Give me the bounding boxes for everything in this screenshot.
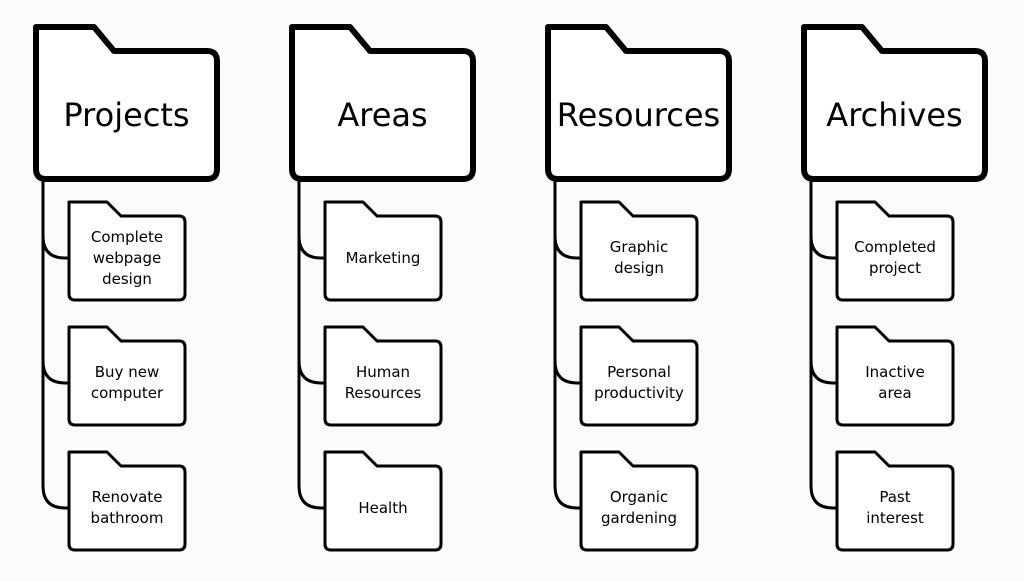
resources-subfolder-label-2: Personal productivity	[594, 363, 684, 402]
projects-subfolder-label-3: Renovate bathroom	[90, 488, 164, 527]
projects-connector-1	[41, 234, 71, 260]
archives-subfolder-icon-3	[835, 450, 955, 552]
resources-subfolder-label-1: Graphic design	[609, 238, 669, 277]
resources-folder-icon	[545, 24, 732, 182]
areas-connector-1	[297, 234, 327, 260]
resources-connector-1	[553, 234, 583, 260]
archives-connector-3	[809, 484, 839, 510]
projects-subfolder-label-2: Buy new computer	[90, 363, 164, 402]
archives-subfolder-label-1: Completed project	[854, 238, 936, 277]
areas-folder-icon	[289, 24, 476, 182]
areas-subfolder-label-1: Marketing	[345, 248, 421, 267]
projects-folder-label: Projects	[63, 96, 190, 134]
projects-subfolder-icon-2	[67, 325, 187, 427]
resources-folder-label: Resources	[556, 96, 721, 134]
projects-subfolder-icon-3	[67, 450, 187, 552]
resources-subfolder-icon-1	[579, 200, 699, 302]
archives-subfolder-label-2: Inactive area	[865, 363, 925, 402]
projects-subfolder-label-1: Complete webpage design	[90, 227, 164, 288]
areas-folder-label: Areas	[337, 96, 428, 134]
archives-folder-label: Archives	[826, 96, 963, 134]
archives-folder-icon	[801, 24, 988, 182]
resources-connector-2	[553, 359, 583, 385]
resources-subfolder-icon-3	[579, 450, 699, 552]
projects-subfolder-icon-1	[67, 200, 187, 302]
areas-connector-3	[297, 484, 327, 510]
archives-connector-2	[809, 359, 839, 385]
areas-subfolder-icon-3	[323, 450, 443, 552]
resources-subfolder-label-3: Organic gardening	[600, 488, 678, 527]
projects-connector-2	[41, 359, 71, 385]
projects-folder-icon	[33, 24, 220, 182]
archives-subfolder-label-3: Past interest	[866, 488, 924, 527]
archives-subfolder-icon-1	[835, 200, 955, 302]
areas-subfolder-label-3: Health	[358, 498, 408, 517]
areas-subfolder-icon-2	[323, 325, 443, 427]
resources-connector-3	[553, 484, 583, 510]
areas-connector-2	[297, 359, 327, 385]
resources-subfolder-icon-2	[579, 325, 699, 427]
areas-subfolder-label-2: Human Resources	[344, 363, 422, 402]
areas-subfolder-icon-1	[323, 200, 443, 302]
projects-connector-3	[41, 484, 71, 510]
archives-subfolder-icon-2	[835, 325, 955, 427]
archives-connector-1	[809, 234, 839, 260]
